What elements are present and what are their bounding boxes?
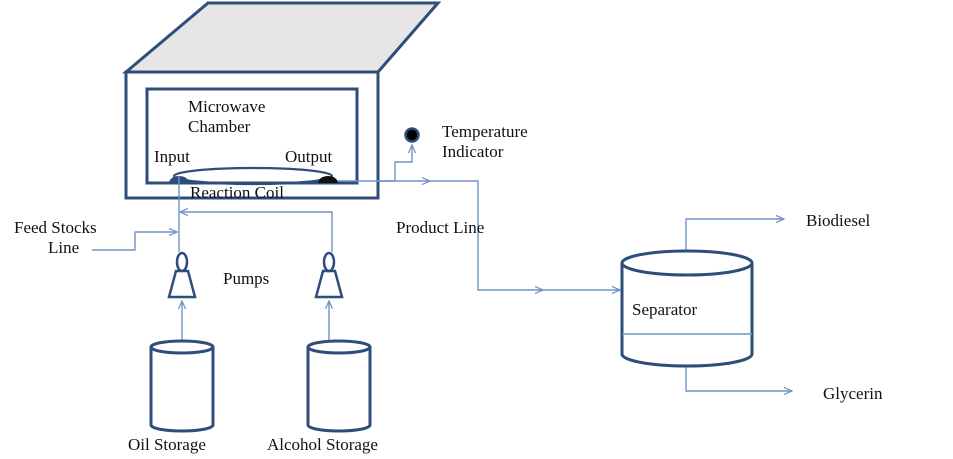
label-pumps: Pumps: [223, 269, 269, 288]
label-input: Input: [154, 147, 190, 166]
coil-output-port: [318, 176, 338, 183]
label-temperature-line1: Temperature: [442, 122, 528, 141]
label-alcohol-storage: Alcohol Storage: [267, 435, 378, 454]
label-oil-storage: Oil Storage: [128, 435, 206, 454]
coil-loop: [172, 166, 334, 186]
temperature-indicator: [404, 127, 420, 143]
label-feed-line2: Line: [48, 238, 79, 257]
label-glycerin: Glycerin: [823, 384, 883, 403]
product-line-segment-2: [428, 180, 543, 290]
pump-alcohol-body: [314, 269, 344, 299]
alcohol-tank-top: [306, 339, 372, 355]
separator-body: [620, 263, 754, 368]
pump-oil: [167, 251, 197, 299]
oil-storage-tank: [149, 339, 215, 433]
label-feed-line1: Feed Stocks: [14, 218, 97, 237]
label-reaction-coil: Reaction Coil: [190, 183, 284, 202]
flow-lines: [92, 145, 792, 391]
label-product-line: Product Line: [396, 218, 484, 237]
label-biodiesel: Biodiesel: [806, 211, 870, 230]
pump-alcohol-head: [322, 251, 336, 273]
alcohol-tank-body: [306, 347, 372, 433]
alcohol-feed-line: [180, 212, 333, 252]
separator-top: [620, 249, 754, 277]
pump-alcohol: [314, 251, 344, 299]
label-separator: Separator: [632, 300, 697, 319]
oil-tank-top: [149, 339, 215, 355]
labels: Microwave Chamber Input Output Reaction …: [14, 97, 883, 454]
microwave-lid: [121, 1, 442, 74]
pump-oil-body: [167, 269, 197, 299]
feedstocks-inlet-line: [92, 232, 177, 251]
biodiesel-line: [685, 219, 784, 250]
temperature-indicator-icon: [404, 127, 420, 143]
label-chamber-line2: Chamber: [188, 117, 251, 136]
label-temperature-line2: Indicator: [442, 142, 504, 161]
separator: [620, 249, 754, 368]
oil-tank-body: [149, 347, 215, 433]
label-chamber-line1: Microwave: [188, 97, 265, 116]
alcohol-storage-tank: [306, 339, 372, 433]
label-output: Output: [285, 147, 333, 166]
glycerin-line: [685, 366, 792, 391]
pump-oil-head: [175, 251, 189, 273]
temperature-branch: [394, 145, 412, 181]
